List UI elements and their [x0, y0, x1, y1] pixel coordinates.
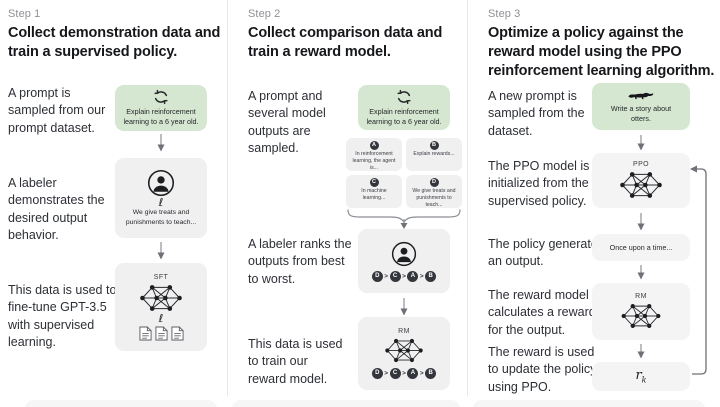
refresh-icon — [154, 90, 168, 105]
step2-outputs-grid: A In reinforcement learning, the agent i… — [346, 138, 462, 208]
step3-caption-update: The reward is used to update the policy … — [488, 345, 597, 394]
step3-caption-prompt: A new prompt is sampled from the dataset… — [488, 89, 585, 138]
rank-badge: C — [389, 270, 401, 282]
neural-network-icon — [620, 172, 662, 198]
step2-heading: Collect comparison data and train a rewa… — [248, 25, 443, 60]
letter-badge: A — [369, 141, 379, 150]
rank-badge: B — [425, 368, 437, 379]
step2-caption-train: This data is used to train our reward mo… — [248, 337, 343, 386]
down-arrow-icon — [637, 213, 645, 231]
step3-caption-ppo: The PPO model is initialized from the su… — [488, 159, 590, 208]
rank-badge: A — [407, 270, 419, 282]
document-icon — [170, 326, 184, 340]
step1-caption-finetune: This data is used to fine-tune GPT-3.5 w… — [8, 283, 117, 349]
output-sample-text: In reinforcement learning, the agent is.… — [352, 151, 396, 171]
step1-sft-box: SFT ℓ — [115, 263, 207, 351]
pen-icon: ℓ — [158, 311, 164, 325]
step3-prompt-text: Write a story about otters. — [610, 104, 672, 123]
step1-label: Step 1 — [8, 8, 41, 20]
output-sample-text: Explain rewards... — [413, 151, 455, 157]
step1-prompt-text: Explain reinforcement learning to a 6 ye… — [123, 107, 199, 126]
step2-rm-box: RM D > C > A > B — [358, 317, 450, 390]
step2-labeler-box: D > C > A > B — [358, 229, 450, 293]
ranking-row: D > C > A > B — [371, 368, 437, 379]
letter-badge: D — [429, 178, 439, 187]
document-icon — [154, 326, 168, 340]
cutoff-box — [232, 400, 460, 407]
step3-heading: Optimize a policy against the reward mod… — [488, 25, 715, 79]
step3-caption-output: The policy generates an output. — [488, 237, 605, 269]
column-divider — [227, 0, 228, 396]
rank-badge: C — [389, 368, 401, 379]
step3-ppo-box: PPO — [592, 153, 690, 208]
rank-separator: > — [384, 272, 389, 280]
output-sample-text: We give treats and punishments to teach.… — [412, 188, 456, 208]
down-arrow-icon — [157, 134, 165, 152]
step2-prompt-box: Explain reinforcement learning to a 6 ye… — [358, 85, 450, 130]
output-sample-d: D We give treats and punishments to teac… — [406, 175, 462, 208]
neural-network-icon — [385, 338, 423, 363]
rank-badge: B — [425, 270, 437, 282]
pen-icon: ℓ — [158, 196, 164, 210]
step3-rm-box: RM — [592, 283, 690, 340]
down-arrow-icon — [400, 219, 408, 229]
letter-badge: C — [369, 178, 379, 187]
step1-labeler-text: We give treats and punishments to teach.… — [125, 209, 197, 226]
rank-separator: > — [419, 370, 424, 377]
step1-prompt-box: Explain reinforcement learning to a 6 ye… — [115, 85, 207, 131]
step3-caption-reward: The reward model calculates a reward for… — [488, 288, 596, 337]
step3-label: Step 3 — [488, 8, 521, 20]
down-arrow-icon — [157, 242, 165, 260]
down-arrow-icon — [637, 135, 645, 151]
rm-model-label: RM — [635, 293, 647, 300]
step1-labeler-box: ℓ We give treats and punishments to teac… — [115, 158, 207, 238]
document-icon — [138, 326, 152, 340]
reward-symbol: rk — [635, 368, 647, 385]
labeler-icon — [391, 241, 417, 266]
step1-caption-labeler: A labeler demonstrates the desired outpu… — [8, 176, 105, 242]
rank-separator: > — [402, 370, 406, 377]
down-arrow-icon — [637, 344, 645, 359]
step1-heading: Collect demonstration data and train a s… — [8, 25, 221, 60]
neural-network-icon — [621, 303, 661, 329]
rank-badge: A — [407, 368, 419, 379]
ranking-row: D > C > A > B — [371, 270, 437, 282]
down-arrow-icon — [400, 298, 408, 316]
rank-separator: > — [384, 370, 389, 377]
cutoff-box — [25, 400, 217, 407]
rank-badge: D — [371, 368, 383, 379]
otter-icon — [628, 93, 654, 100]
ppo-model-label: PPO — [633, 161, 649, 168]
rank-separator: > — [402, 272, 406, 280]
rm-model-label: RM — [398, 328, 410, 335]
output-sample-a: A In reinforcement learning, the agent i… — [346, 138, 402, 171]
step2-label: Step 2 — [248, 8, 281, 20]
output-sample-b: B Explain rewards... — [406, 138, 462, 171]
refresh-icon — [397, 89, 411, 104]
step2-caption-prompt: A prompt and several model outputs are s… — [248, 89, 326, 155]
output-sample-c: C In machine learning... — [346, 175, 402, 208]
down-arrow-icon — [637, 265, 645, 280]
rank-separator: > — [419, 272, 424, 280]
cutoff-box — [473, 400, 705, 407]
step1-caption-prompt: A prompt is sampled from our prompt data… — [8, 86, 106, 135]
step2-prompt-text: Explain reinforcement learning to a 6 ye… — [366, 106, 442, 126]
sft-model-label: SFT — [153, 273, 169, 281]
step3-output-box: Once upon a time... — [592, 234, 690, 261]
step2-caption-rank: A labeler ranks the outputs from best to… — [248, 237, 352, 286]
neural-network-icon — [140, 284, 182, 311]
documents-row — [138, 326, 184, 341]
column-divider — [467, 0, 468, 396]
rank-badge: D — [371, 270, 383, 282]
letter-badge: B — [429, 141, 439, 150]
feedback-loop-arrow — [690, 165, 707, 375]
step3-prompt-box: Write a story about otters. — [592, 83, 690, 130]
step3-output-text: Once upon a time... — [609, 242, 673, 252]
output-sample-text: In machine learning... — [361, 188, 387, 201]
step3-reward-box: rk — [592, 362, 690, 391]
labeler-icon — [147, 170, 175, 197]
